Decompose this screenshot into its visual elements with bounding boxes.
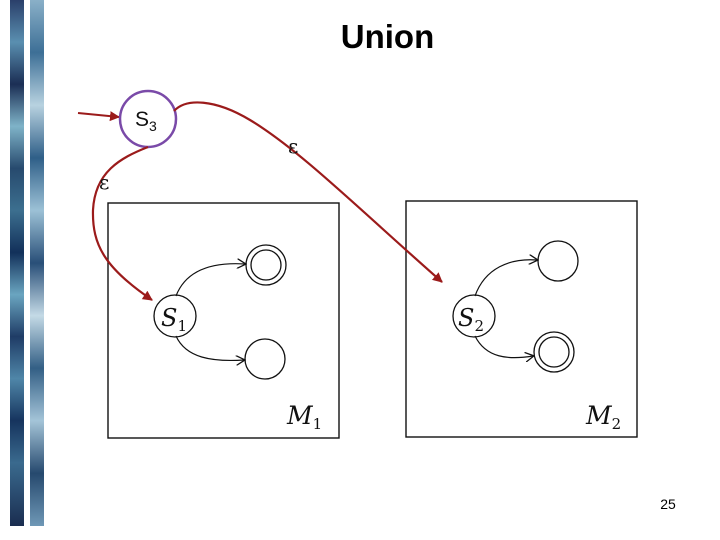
m2-lower-accept-state [533,331,575,373]
machine-m1-label: M1 [286,401,322,433]
new-start-state-group: S3 [77,89,178,149]
m1-upper-accept-state [245,244,287,286]
epsilon-transition-to-s1 [91,145,153,301]
m2-lower-accept-inner-ring [538,336,570,368]
machine-m2-box [405,200,638,438]
new-start-state-label: S3 [135,108,157,134]
slide-title: Union [340,18,435,55]
start-entry-arrow [77,111,120,122]
m1-start-state-label: S1 [161,304,187,335]
m2-upper-transition [474,260,537,297]
m1-lower-state [244,338,286,380]
machine-m2-label: M2 [585,401,621,433]
m2-upper-state [537,240,579,282]
m2-start-state-label: S2 [458,304,484,335]
epsilon-transition-to-s2 [173,101,443,283]
machine-m1: S1 M1 [107,202,340,439]
decorative-side-strip [30,0,44,526]
decorative-side-strip [10,0,24,526]
m2-lower-transition [474,335,533,358]
m1-upper-accept-inner-ring [250,249,282,281]
machine-m1-box [107,202,340,439]
slide-number: 25 [660,496,676,512]
m1-start-state [153,294,197,338]
epsilon-right-label: ε [288,134,298,158]
machine-m2: S2 M2 [405,200,638,438]
epsilon-left-label: ε [99,170,109,194]
m1-lower-transition [175,335,244,360]
m2-start-state [452,294,496,338]
m1-upper-transition [175,264,245,297]
